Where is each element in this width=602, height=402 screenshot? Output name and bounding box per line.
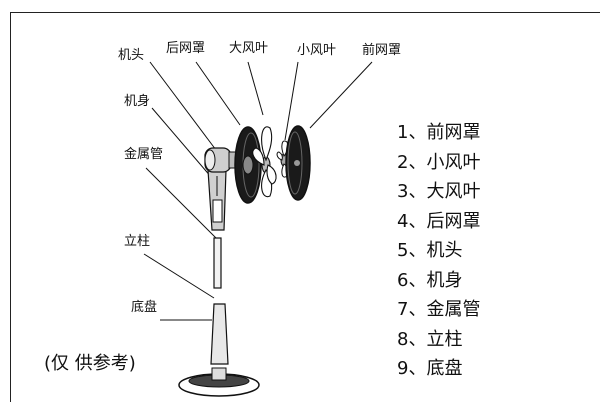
callout-small-blade: 小风叶 (297, 43, 337, 58)
callout-front-guard: 前网罩 (362, 43, 402, 58)
leader-line-small-blade (284, 61, 299, 141)
leader-line-pole (143, 253, 215, 299)
metal-tube-part (213, 237, 222, 289)
callout-base: 底盘 (131, 300, 158, 315)
pole-part (210, 303, 229, 365)
leader-line-large-blade (247, 61, 264, 116)
large-blade-part (252, 126, 277, 198)
body-part (207, 169, 227, 231)
parts-list: 1、前网罩 2、小风叶 3、大风叶 4、后网罩 5、机头 6、机身 7、金属管 … (397, 118, 480, 384)
parts-list-item: 9、底盘 (397, 358, 463, 379)
callout-rear-guard: 后网罩 (166, 41, 206, 56)
rear-guard-part (234, 126, 262, 204)
diagram-frame (10, 12, 600, 402)
leader-line-rear-guard (195, 61, 241, 126)
reference-note: (仅 供参考) (44, 353, 136, 374)
leader-line-head (149, 61, 217, 151)
parts-list-item: 3、大风叶 (397, 181, 481, 202)
front-guard-part (285, 125, 311, 201)
leader-lines (143, 61, 373, 321)
parts-list-item: 1、前网罩 (397, 122, 481, 143)
callout-head: 机头 (118, 48, 145, 63)
leader-line-body (151, 107, 213, 179)
head-part (204, 147, 238, 173)
parts-list-item: 2、小风叶 (397, 151, 481, 173)
callout-pole: 立柱 (124, 234, 151, 249)
parts-list-item: 5、机头 (397, 240, 463, 261)
parts-list-item: 4、后网罩 (397, 210, 481, 232)
leader-line-front-guard (309, 61, 373, 129)
callout-large-blade: 大风叶 (229, 41, 269, 56)
base-part (178, 367, 260, 397)
callout-body: 机身 (124, 94, 151, 109)
parts-list-item: 6、机身 (397, 269, 463, 291)
callout-metal-tube: 金属管 (124, 147, 164, 162)
parts-list-item: 8、立柱 (397, 328, 463, 350)
parts-list-item: 7、金属管 (397, 299, 481, 320)
leader-line-metal-tube (145, 167, 217, 239)
